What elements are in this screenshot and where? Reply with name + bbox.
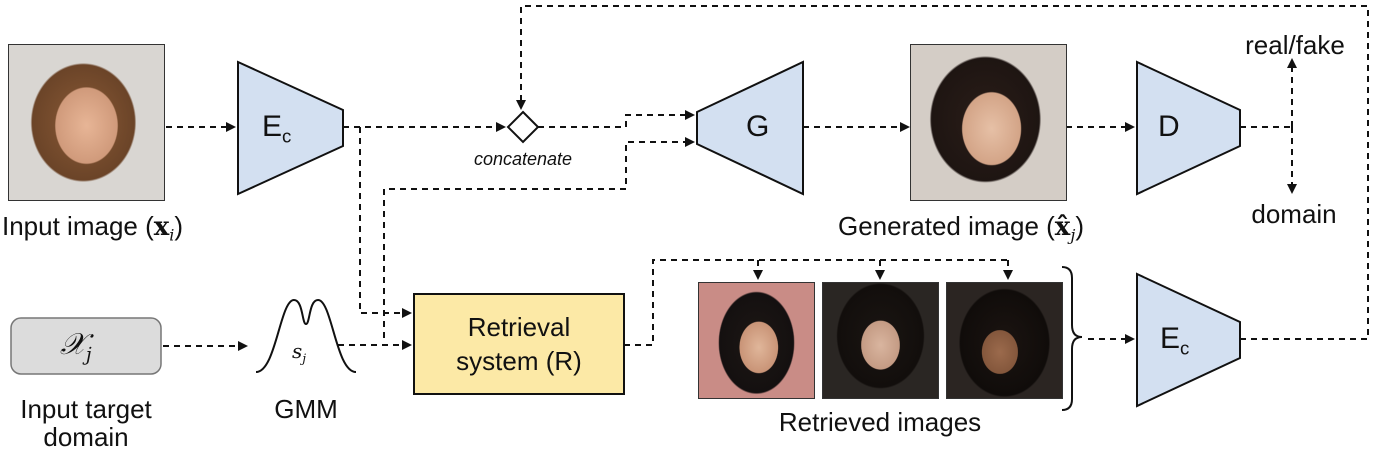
retrieval-line-1: Retrieval (467, 312, 571, 342)
encoder-top-block (237, 60, 344, 196)
input-image-caption: Input image (xi) (2, 211, 184, 245)
input-face-image (8, 44, 165, 201)
arrow-retrieval-to-retrieved (624, 259, 1008, 346)
retrieved-image-2 (822, 282, 939, 399)
gmm-curve (255, 298, 357, 373)
retrieved-image-1 (698, 282, 815, 399)
retrieved-image-3 (946, 282, 1063, 399)
encoder-top-label: Ec (262, 110, 292, 147)
generated-image-caption: Generated image (x̂j) (838, 211, 1084, 245)
retrieved-images-label: Retrieved images (778, 407, 982, 437)
discriminator-label: D (1158, 110, 1180, 143)
discriminator-block (1136, 60, 1241, 196)
arrow-retrieval-to-generator (383, 137, 695, 338)
retrieval-system-box (413, 293, 625, 395)
domain-output-label: domain (1251, 199, 1337, 229)
target-domain-box (10, 317, 162, 375)
retrieved-brace (1061, 266, 1083, 411)
encoder-bottom-block (1136, 272, 1241, 408)
target-domain-label-2: domain (43, 422, 129, 452)
arrow-loop-to-concat (516, 5, 1369, 340)
encoder-bottom-label: Ec (1160, 322, 1190, 359)
concatenate-label: concatenate (473, 149, 573, 169)
retrieval-line-2: system (R) (456, 346, 582, 376)
generator-label: G (746, 110, 770, 143)
gmm-label: GMM (274, 394, 338, 424)
arrow-encoder-to-retrieval (359, 127, 412, 318)
generated-face-image (910, 44, 1067, 201)
real-fake-label: real/fake (1245, 30, 1345, 60)
gmm-symbol: sj (292, 339, 307, 366)
target-domain-symbol: 𝒳j (60, 327, 92, 366)
target-domain-label-1: Input target (20, 394, 152, 424)
generator-block (696, 60, 804, 196)
concatenate-diamond (506, 110, 540, 144)
arrow-concat-to-generator (538, 110, 695, 128)
